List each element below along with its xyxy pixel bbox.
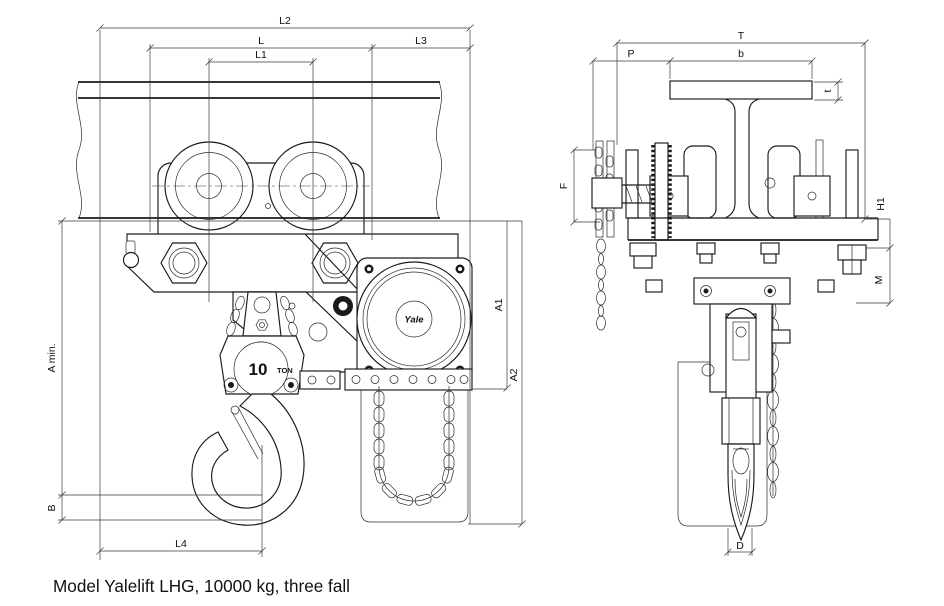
dim-label-b: B: [46, 504, 58, 511]
suspension-crossbar: [627, 217, 879, 275]
chain-box-front: [360, 390, 469, 523]
hook-latch: [237, 406, 264, 455]
crossbar-nut-right: [837, 244, 867, 275]
dim-label-a-min: A min.: [46, 343, 58, 372]
capacity-badge-value: 10: [249, 360, 268, 379]
trolley-plate-edge-left: [625, 149, 639, 219]
bearing-block-right: [793, 175, 831, 217]
side-view: [591, 80, 879, 542]
load-hook-front: [191, 393, 305, 526]
dim-label-l2: L2: [279, 15, 291, 27]
dim-label-l3: L3: [415, 35, 427, 47]
brand-label: Yale: [404, 315, 424, 326]
plate-hole: [764, 177, 776, 189]
suspension-nut-left: [160, 242, 208, 284]
dimension-lines-side: T P b t F H1 M D: [558, 30, 894, 556]
top-clevis: [242, 291, 282, 337]
plate-bolt: [265, 203, 271, 209]
beam-front: [76, 81, 442, 219]
dim-label-flange-thickness: t: [822, 89, 834, 92]
dim-label-t-total: T: [738, 30, 745, 42]
hand-chain-front: [360, 386, 469, 523]
dim-label-a2: A2: [508, 368, 520, 381]
dim-label-d: D: [736, 540, 744, 552]
hoist-body-side: [645, 277, 835, 445]
wheel-hub: [591, 177, 623, 209]
trolley-plate-edge-right: [845, 149, 859, 219]
dim-label-m: M: [873, 276, 885, 285]
load-hook-side: [727, 443, 755, 542]
dim-label-a1: A1: [493, 298, 505, 311]
beam-break-left: [76, 81, 82, 219]
caption: Model Yalelift LHG, 10000 kg, three fall: [53, 576, 350, 596]
front-view: 10 TON Yale: [76, 81, 473, 526]
load-hook-block: 10 TON: [219, 335, 305, 397]
dim-label-l1: L1: [255, 49, 267, 61]
dim-label-l4: L4: [175, 538, 187, 550]
chain-guide-plate: [299, 368, 473, 391]
beam-break-right: [436, 81, 442, 219]
dimension-lines-front: L2 L L1 L3 A min. B L4 A1 A2: [46, 15, 526, 560]
capacity-badge-unit: TON: [277, 366, 293, 375]
trolley-hand-chain-hanging: [596, 238, 606, 331]
dim-label-beam-width: b: [738, 48, 744, 60]
wheel-side-left: [683, 145, 717, 219]
beam-section-side: [669, 80, 813, 219]
dim-label-h1: H1: [875, 197, 887, 211]
hand-wheel-housing: Yale: [356, 257, 473, 383]
gear-wheel-side: [651, 142, 672, 241]
dim-label-f: F: [558, 183, 570, 189]
dim-label-l: L: [258, 35, 264, 47]
dim-label-p: P: [627, 48, 634, 60]
hand-chain-wheel-side: [591, 140, 655, 238]
bar-screw-head: [122, 251, 140, 269]
hook-latch: [231, 411, 259, 460]
brand-circle: [395, 300, 433, 338]
